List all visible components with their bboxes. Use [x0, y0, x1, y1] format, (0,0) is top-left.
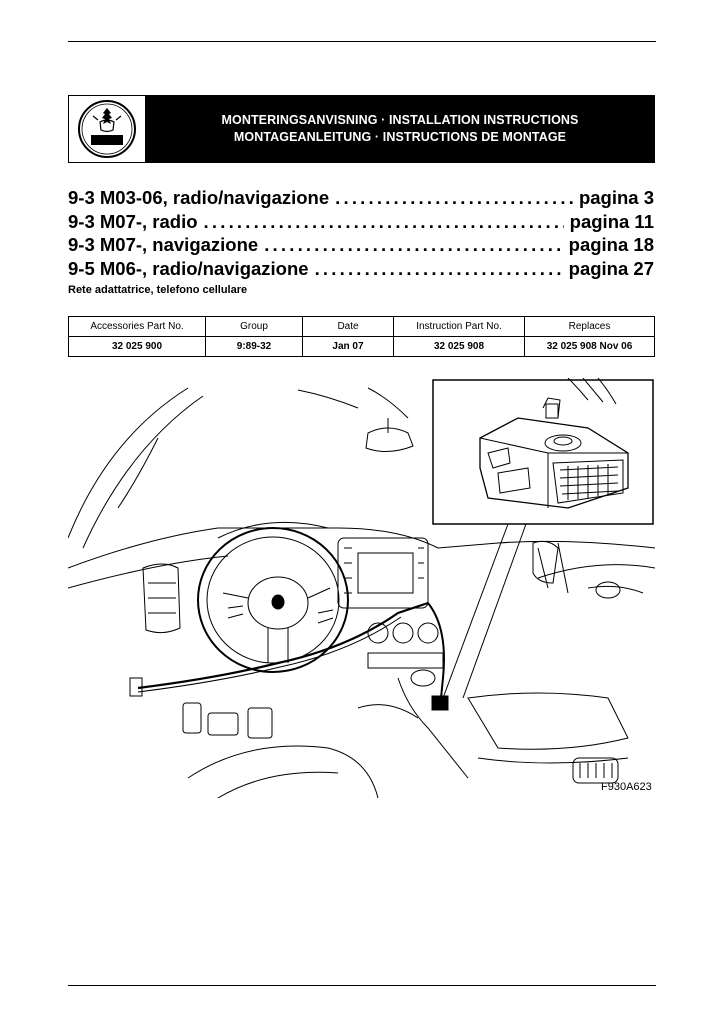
value-replaces: 32 025 908 Nov 06 — [524, 336, 655, 357]
illustration-code: F930A623 — [601, 781, 652, 793]
value-group: 9:89-32 — [205, 336, 303, 357]
parts-table-header-row: Accessories Part No. Group Date Instruct… — [68, 316, 655, 337]
top-rule — [68, 41, 656, 42]
toc-entry-page: pagina 27 — [568, 257, 654, 279]
saab-logo — [69, 96, 146, 162]
toc-dot-leader: ........................................… — [203, 210, 564, 232]
installation-illustration — [67, 377, 656, 799]
toc-entry: 9-3 M07-, radio ........................… — [68, 210, 654, 234]
header-title: MONTERINGSANVISNING · INSTALLATION INSTR… — [146, 96, 654, 162]
toc-entry-title: 9-3 M07-, radio — [68, 210, 198, 232]
toc-entry: 9-3 M03-06, radio/navigazione ..........… — [68, 186, 654, 210]
toc-entry-title: 9-5 M06-, radio/navigazione — [68, 257, 309, 279]
bottom-rule — [68, 985, 656, 986]
saab-griffin-emblem-icon — [78, 100, 136, 158]
toc-entry: 9-5 M06-, radio/navigazione ............… — [68, 257, 654, 281]
header-accessories-part-no: Accessories Part No. — [68, 316, 206, 337]
header-title-line-1: MONTERINGSANVISNING · INSTALLATION INSTR… — [221, 113, 579, 127]
value-accessories-part-no: 32 025 900 — [68, 336, 206, 357]
header-title-line-2: MONTAGEANLEITUNG · INSTRUCTIONS DE MONTA… — [233, 130, 567, 144]
car-interior-line-drawing — [67, 377, 656, 799]
value-date: Jan 07 — [302, 336, 394, 357]
value-instruction-part-no: 32 025 908 — [393, 336, 525, 357]
toc-entry-title: 9-3 M03-06, radio/navigazione — [68, 187, 330, 208]
toc-dot-leader: ........................................… — [264, 234, 562, 255]
toc-entry-page: pagina 18 — [568, 234, 654, 255]
table-of-contents: 9-3 M03-06, radio/navigazione ..........… — [68, 186, 654, 280]
toc-entry-title: 9-3 M07-, navigazione — [68, 234, 259, 255]
document-subtitle: Rete adattatrice, telefono cellulare — [68, 284, 248, 296]
header-replaces: Replaces — [524, 316, 655, 337]
toc-entry: 9-3 M07-, navigazione ..................… — [68, 233, 654, 257]
toc-entry-page: pagina 11 — [569, 210, 654, 232]
parts-info-table: Accessories Part No. Group Date Instruct… — [68, 316, 655, 357]
toc-dot-leader: ........................................… — [335, 187, 573, 208]
toc-entry-page: pagina 3 — [578, 187, 654, 208]
toc-dot-leader: ........................................… — [314, 257, 563, 279]
header-instruction-part-no: Instruction Part No. — [393, 316, 525, 337]
header-group: Group — [205, 316, 303, 337]
parts-table-value-row: 32 025 900 9:89-32 Jan 07 32 025 908 32 … — [68, 336, 655, 357]
document-header: MONTERINGSANVISNING · INSTALLATION INSTR… — [68, 95, 655, 163]
header-date: Date — [302, 316, 394, 337]
